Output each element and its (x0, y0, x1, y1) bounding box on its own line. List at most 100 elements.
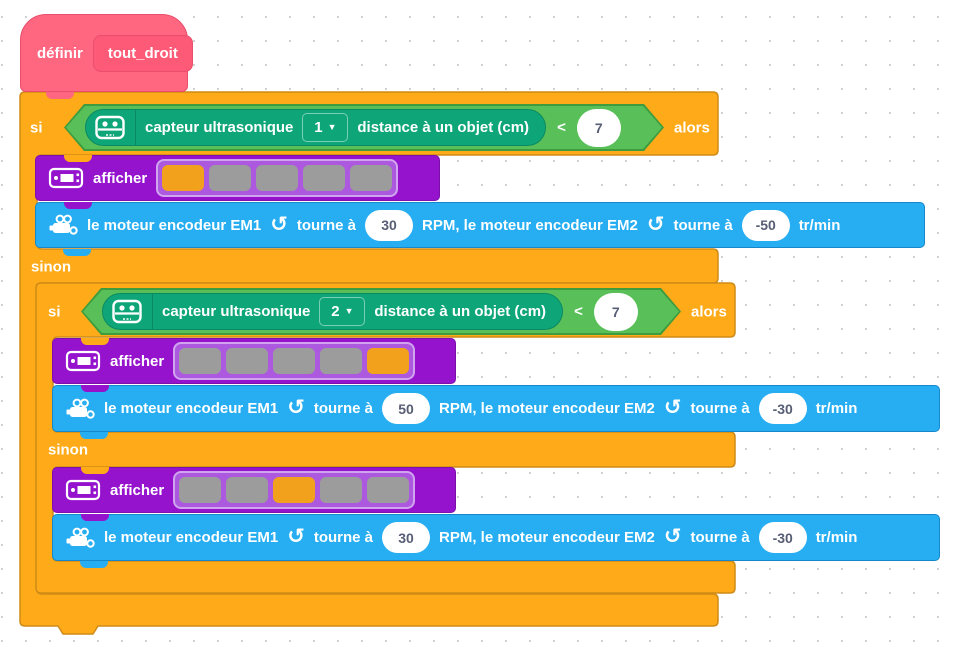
rotate-ccw-icon[interactable]: ↺ (663, 524, 682, 548)
led-segment[interactable] (209, 165, 252, 191)
led-segment[interactable] (303, 165, 346, 191)
led-segment[interactable] (320, 477, 363, 503)
comparison-value: 7 (594, 119, 603, 136)
display-icon (65, 478, 101, 502)
inner-then-label: alors (691, 303, 727, 321)
turn-label: tourne à (690, 400, 750, 417)
turn-label: tourne à (313, 400, 374, 417)
led-segment[interactable] (320, 348, 363, 374)
inner-else-label: sinon (48, 441, 88, 459)
ultrasonic-sensor-icon (94, 114, 126, 142)
define-hat-block[interactable]: définir tout_droit (20, 14, 193, 92)
led-segment[interactable] (179, 348, 222, 374)
notch-tab (64, 155, 92, 162)
display-block[interactable]: afficher (52, 467, 456, 513)
led-segment[interactable] (273, 477, 316, 503)
notch-tab (81, 338, 109, 345)
rotate-ccw-icon[interactable]: ↺ (287, 395, 305, 419)
divider (152, 294, 153, 329)
less-than-operator-block[interactable]: capteur ultrasonique 1 ▼ distance à un o… (64, 104, 664, 151)
procedure-name-block[interactable]: tout_droit (92, 34, 193, 72)
notch-tab (81, 514, 109, 521)
motor-icon (65, 525, 95, 551)
port-dropdown[interactable]: 1 ▼ (302, 113, 349, 142)
motor-icon (48, 212, 78, 238)
led-segments-input[interactable] (173, 342, 416, 380)
led-segment[interactable] (256, 165, 299, 191)
unit-label: tr/min (815, 529, 858, 546)
outer-if-label: si (30, 119, 43, 137)
less-than-operator-block[interactable]: capteur ultrasonique 2 ▼ distance à un o… (81, 288, 681, 335)
turn-label: tourne à (690, 529, 750, 546)
motor2-label: RPM, le moteur encodeur EM2 (439, 529, 655, 546)
motor2-label: RPM, le moteur encodeur EM2 (422, 216, 638, 234)
display-icon (65, 349, 101, 373)
led-segments-input[interactable] (173, 471, 416, 509)
notch-tab (80, 432, 108, 439)
procedure-name: tout_droit (107, 44, 178, 62)
rpm-input[interactable]: 50 (382, 393, 431, 424)
comparison-value-input[interactable]: 7 (576, 108, 621, 147)
motor1-label: le moteur encodeur EM1 (104, 400, 279, 417)
motor2-label: RPM, le moteur encodeur EM2 (439, 400, 655, 417)
led-segment[interactable] (350, 165, 393, 191)
led-segments-input[interactable] (156, 159, 399, 197)
outer-then-label: alors (674, 119, 710, 137)
sensor-label: capteur ultrasonique (162, 303, 311, 320)
led-segment[interactable] (226, 477, 269, 503)
unit-label: tr/min (798, 216, 841, 234)
led-segment[interactable] (179, 477, 222, 503)
led-segment[interactable] (367, 477, 410, 503)
hat-bottom-tab (46, 92, 74, 99)
rpm-input[interactable]: -50 (741, 209, 790, 241)
port-value: 1 (314, 119, 323, 136)
comparison-value: 7 (611, 303, 620, 320)
led-segment[interactable] (273, 348, 316, 374)
notch-tab (80, 561, 108, 568)
notch-tab (81, 385, 109, 392)
metric-label: distance à un objet (cm) (374, 303, 547, 320)
rotate-ccw-icon[interactable]: ↺ (270, 211, 288, 236)
notch-tab (63, 249, 91, 256)
comparison-value-input[interactable]: 7 (593, 292, 638, 331)
rotate-ccw-icon[interactable]: ↺ (287, 524, 305, 548)
operator-symbol: < (574, 303, 583, 320)
display-label: afficher (110, 481, 165, 499)
led-segment[interactable] (162, 165, 205, 191)
inner-if-else-block[interactable] (35, 282, 736, 594)
encoder-motor-block[interactable]: le moteur encodeur EM1 ↺ tourne à 30 RPM… (35, 202, 925, 248)
motor1-label: le moteur encodeur EM1 (87, 216, 262, 234)
led-segment[interactable] (226, 348, 269, 374)
notch-tab (64, 202, 92, 209)
sensor-label: capteur ultrasonique (145, 119, 294, 136)
rotate-ccw-icon[interactable]: ↺ (646, 211, 665, 236)
motor-icon (65, 396, 95, 422)
rpm-input[interactable]: 30 (382, 522, 431, 553)
encoder-motor-block[interactable]: le moteur encodeur EM1 ↺ tourne à 50 RPM… (52, 385, 940, 432)
rpm-input[interactable]: -30 (758, 522, 807, 553)
display-block[interactable]: afficher (35, 155, 440, 201)
display-block[interactable]: afficher (52, 338, 456, 384)
ultrasonic-distance-reporter[interactable]: capteur ultrasonique 1 ▼ distance à un o… (85, 109, 547, 146)
port-dropdown[interactable]: 2 ▼ (319, 297, 366, 326)
turn-label: tourne à (296, 216, 357, 234)
encoder-motor-block[interactable]: le moteur encodeur EM1 ↺ tourne à 30 RPM… (52, 514, 940, 561)
ultrasonic-sensor-icon (111, 298, 143, 326)
rotate-ccw-icon[interactable]: ↺ (663, 395, 682, 419)
rpm-input[interactable]: 30 (365, 209, 414, 241)
motor1-label: le moteur encodeur EM1 (104, 529, 279, 546)
metric-label: distance à un objet (cm) (357, 119, 530, 136)
outer-else-label: sinon (31, 258, 71, 276)
dropdown-arrow-icon: ▼ (344, 306, 354, 316)
inner-if-label: si (48, 303, 61, 321)
define-label: définir (37, 44, 83, 62)
ultrasonic-distance-reporter[interactable]: capteur ultrasonique 2 ▼ distance à un o… (102, 293, 564, 330)
rpm-input[interactable]: -30 (758, 393, 807, 424)
led-segment[interactable] (367, 348, 410, 374)
turn-label: tourne à (673, 216, 733, 234)
display-label: afficher (93, 169, 148, 187)
unit-label: tr/min (815, 400, 858, 417)
display-icon (48, 166, 84, 190)
turn-label: tourne à (313, 529, 374, 546)
